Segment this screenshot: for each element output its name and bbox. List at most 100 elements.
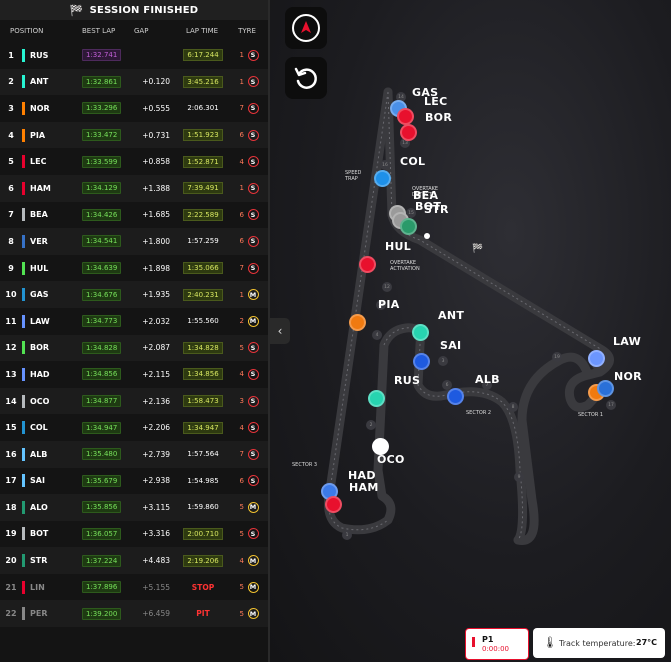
compass-button[interactable]	[285, 7, 327, 49]
car-dot-hul[interactable]	[359, 256, 376, 273]
driver-code: HAD	[30, 369, 50, 379]
car-dot-rus[interactable]	[368, 390, 385, 407]
best-lap: 1:32.741	[82, 49, 122, 62]
best-lap: 1:34.828	[82, 341, 122, 354]
best-lap-cell: 1:37.224	[82, 554, 130, 567]
car-dot-bor[interactable]	[400, 124, 417, 141]
position: 6	[8, 183, 14, 193]
turn-marker: 2	[366, 420, 376, 430]
stint-count: 6	[239, 237, 244, 246]
best-lap-cell: 1:33.296	[82, 102, 130, 115]
car-dot-alb[interactable]	[447, 388, 464, 405]
lap-time: 1:34.828	[183, 341, 223, 354]
lap-time-cell: 2:06.301	[176, 103, 230, 113]
driver-code: PIA	[30, 130, 46, 140]
driver-code: STR	[30, 556, 48, 566]
lap-time: PIT	[196, 609, 210, 619]
reset-view-button[interactable]	[285, 57, 327, 99]
car-label-gas: GAS	[412, 86, 439, 99]
col-tyre: TYRE	[238, 27, 256, 35]
tyre-cell: M	[244, 501, 262, 513]
car-dot-pia[interactable]	[349, 314, 366, 331]
tyre-cell: S	[244, 448, 262, 460]
best-lap-cell: 1:36.057	[82, 527, 130, 540]
gap: +3.316	[142, 529, 170, 539]
team-color-bar	[22, 234, 25, 248]
car-dot-ham[interactable]	[325, 496, 342, 513]
car-label-ant: ANT	[438, 309, 465, 322]
car-dot-lec[interactable]	[397, 108, 414, 125]
team-color-bar	[22, 128, 25, 142]
stint-count: 7	[239, 264, 244, 273]
team-color-bar	[22, 314, 25, 328]
position: 7	[8, 210, 14, 220]
gap: +2.136	[142, 396, 170, 406]
tyre-compound-icon: S	[247, 448, 259, 460]
stint-count: 1	[239, 184, 244, 193]
lap-time: 1:57.564	[187, 450, 219, 459]
track-temperature-card: 🌡 Track temperature: 27°C	[533, 628, 665, 658]
team-color-bar	[22, 181, 25, 195]
driver-code: ANT	[30, 77, 49, 87]
lap-time-cell: 1:35.066	[176, 262, 230, 275]
best-lap: 1:34.541	[82, 235, 122, 248]
best-lap: 1:32.861	[82, 75, 122, 88]
team-color-bar	[22, 607, 25, 621]
car-label-oco: OCO	[377, 453, 405, 466]
tyre-compound-icon: S	[247, 102, 259, 114]
car-label-str: STR	[424, 203, 449, 216]
track-map[interactable]: 🏁 141315161211456789321191817 SPEEDTRAP …	[270, 0, 671, 662]
stint-count: 7	[239, 450, 244, 459]
best-lap: 1:34.877	[82, 395, 122, 408]
driver-code: COL	[30, 423, 48, 433]
turn-marker: 11	[376, 300, 386, 310]
collapse-panel-button[interactable]: ‹	[270, 318, 290, 344]
gap: +5.155	[142, 582, 170, 592]
car-dot-law[interactable]	[588, 350, 605, 367]
car-dot-col[interactable]	[374, 170, 391, 187]
car-dot-ant[interactable]	[412, 324, 429, 341]
driver-code: RUS	[30, 50, 49, 60]
best-lap-cell: 1:34.773	[82, 315, 130, 328]
best-lap: 1:33.296	[82, 102, 122, 115]
stint-count: 3	[239, 397, 244, 406]
stint-count: 4	[239, 370, 244, 379]
car-dot-sai[interactable]	[413, 353, 430, 370]
stint-count: 5	[239, 609, 244, 618]
team-color-bar	[22, 500, 25, 514]
gap: +2.032	[142, 316, 170, 326]
lap-time: 6:17.244	[183, 49, 223, 62]
lap-time: 3:45.216	[183, 75, 223, 88]
team-color-bar	[22, 341, 25, 355]
car-dot-str[interactable]	[400, 218, 417, 235]
car-label-bot: BOT	[415, 200, 442, 213]
car-dot-oco[interactable]	[372, 438, 389, 455]
car-dot-ver[interactable]	[597, 380, 614, 397]
gap: +0.731	[142, 130, 170, 140]
tyre-cell: M	[244, 315, 262, 327]
lap-time-cell: 1:54.985	[176, 476, 230, 486]
tyre-cell: S	[244, 76, 262, 88]
